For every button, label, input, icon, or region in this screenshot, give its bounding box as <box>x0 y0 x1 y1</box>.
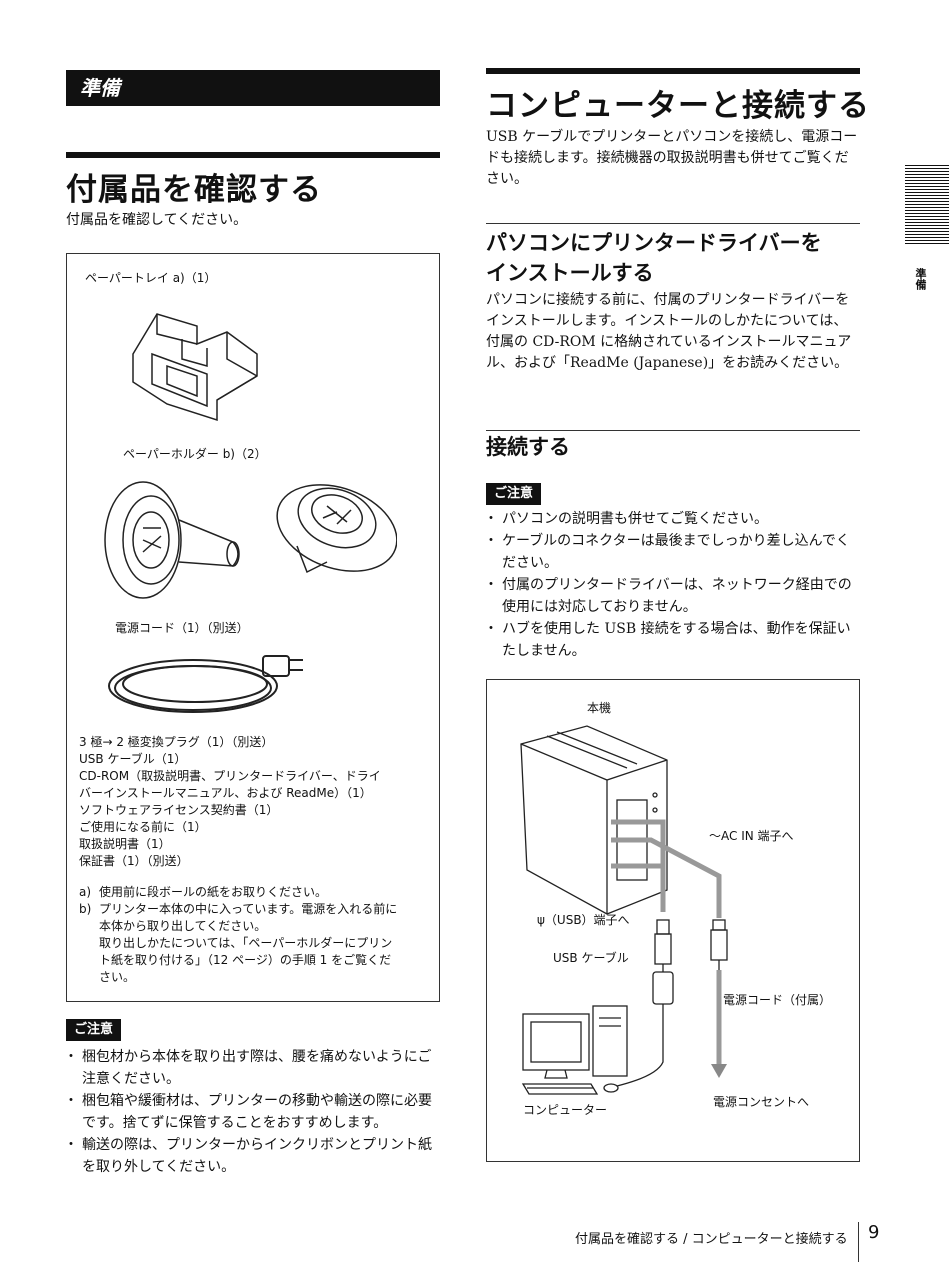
h2-rule-driver <box>486 223 860 224</box>
power-cord-label: 電源コード（付属） <box>723 993 832 1007</box>
connect-heading: 接続する <box>486 435 570 459</box>
paper-holder-illustration-2 <box>276 484 397 574</box>
section-label-bar: 準備 <box>66 70 440 106</box>
title-rule-right <box>486 68 860 74</box>
holder-label: ペーパーホルダー b)（2） <box>123 447 267 461</box>
caution-item: 梱包箱や緩衝材は、プリンターの移動や輸送の際に必要です。捨てずに保管することをお… <box>64 1090 442 1134</box>
caution-item: ケーブルのコネクターは最後までしっかり差し込んでください。 <box>484 530 860 574</box>
page-title-right: コンピューターと接続する <box>486 88 870 124</box>
usb-port-label: ψ（USB）端子へ <box>537 913 630 927</box>
outlet-label: 電源コンセントへ <box>713 1095 810 1109</box>
footnote: b)プリンター本体の中に入っています。電源を入れる前に <box>79 902 398 916</box>
side-index-tab <box>905 165 949 245</box>
usb-cable-label: USB ケーブル <box>553 951 629 965</box>
accessory-item: 保証書（1）（別送） <box>79 854 189 868</box>
paper-tray-illustration <box>132 313 258 422</box>
computer-label: コンピューター <box>523 1103 608 1117</box>
caution-item: 梱包材から本体を取り出す際は、腰を痛めないようにご注意ください。 <box>64 1046 442 1090</box>
caution-item: 付属のプリンタードライバーは、ネットワーク経由での使用には対応しておりません。 <box>484 574 860 618</box>
caution-list-right: パソコンの説明書も併せてご覧ください。 ケーブルのコネクターは最後までしっかり差… <box>484 508 860 662</box>
footer-divider <box>858 1222 859 1262</box>
footer-text: 付属品を確認する / コンピューターと接続する <box>575 1232 848 1247</box>
caution-item: ハブを使用した USB 接続をする場合は、動作を保証いたしません。 <box>484 618 860 662</box>
accessory-item: 取扱説明書（1） <box>79 837 171 851</box>
title-rule <box>66 152 440 158</box>
footnote: ト紙を取り付ける」（12 ページ）の手順 1 をご覧くだ <box>99 953 392 967</box>
cord-label: 電源コード（1）（別送） <box>115 621 249 635</box>
tray-label: ペーパートレイ a)（1） <box>85 271 217 285</box>
side-tab-label: 準備 <box>914 268 927 290</box>
h2-rule-connect <box>486 430 860 431</box>
footnote: 本体から取り出してください。 <box>99 919 267 933</box>
usb-icon: ψ <box>537 913 545 927</box>
accessory-item: USB ケーブル（1） <box>79 752 187 766</box>
caution-item: 輸送の際は、プリンターからインクリボンとプリント紙を取り外してください。 <box>64 1134 442 1178</box>
footnote: さい。 <box>99 970 136 984</box>
accessory-item: 3 極→ 2 極変換プラグ（1）（別送） <box>79 735 274 749</box>
accessory-item: ご使用になる前に（1） <box>79 820 207 834</box>
caution-list-left: 梱包材から本体を取り出す際は、腰を痛めないようにご注意ください。 梱包箱や緩衝材… <box>64 1046 442 1178</box>
acin-label: 〜AC IN 端子へ <box>709 829 794 843</box>
accessory-item: ソフトウェアライセンス契約書（1） <box>79 803 279 817</box>
page-title-left: 付属品を確認する <box>66 172 322 208</box>
driver-text: パソコンに接続する前に、付属のプリンタードライバーをインストールします。インスト… <box>486 292 852 371</box>
printer-label: 本機 <box>587 701 612 715</box>
section-label: 準備 <box>80 76 120 100</box>
connection-diagram: 本機 <box>486 679 860 1162</box>
caution-badge-left: ご注意 <box>66 1019 122 1041</box>
footnote: a)使用前に段ボールの紙をお取りください。 <box>79 885 328 899</box>
accessory-item: CD-ROM（取扱説明書、プリンタードライバー、ドライ <box>79 769 381 783</box>
accessory-item: バーインストールマニュアル、および ReadMe）（1） <box>79 786 372 800</box>
caution-badge-right: ご注意 <box>486 483 542 505</box>
footnotes: a)使用前に段ボールの紙をお取りください。 b)プリンター本体の中に入っています… <box>79 884 429 986</box>
power-cord-illustration <box>108 655 303 713</box>
page-number: 9 <box>868 1222 880 1243</box>
intro-right: USB ケーブルでプリンターとパソコンを接続し、電源コードも接続します。接続機器… <box>486 129 858 187</box>
driver-heading: パソコンにプリンタードライバーを インストールする <box>486 231 822 285</box>
accessories-box: ペーパートレイ a)（1） ペーパーホルダー b)（2） <box>66 253 440 1002</box>
accessory-list: 3 極→ 2 極変換プラグ（1）（別送） USB ケーブル（1） CD-ROM（… <box>79 734 381 870</box>
paper-holder-illustration-1 <box>104 481 240 599</box>
footnote: 取り出しかたについては、「ペーパーホルダーにプリン <box>99 936 393 950</box>
diagram-drawing <box>520 725 728 1095</box>
intro-left: 付属品を確認してください。 <box>66 212 248 228</box>
caution-item: パソコンの説明書も併せてご覧ください。 <box>484 508 860 530</box>
